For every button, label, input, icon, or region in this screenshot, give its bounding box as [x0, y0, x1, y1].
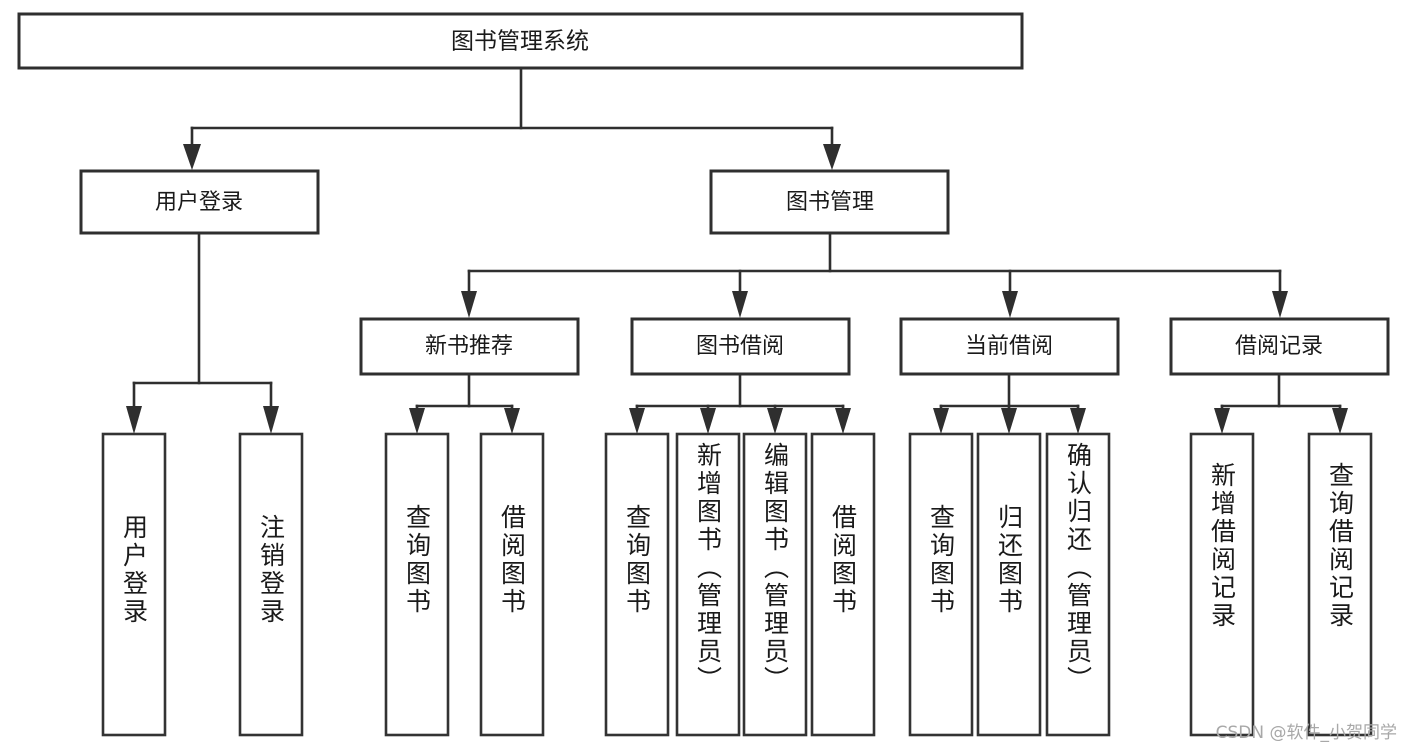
- node-user-login-label: 用户登录: [155, 190, 243, 215]
- node-root-label: 图书管理系统: [451, 29, 589, 55]
- node-user-login[interactable]: 用户登录: [79, 169, 320, 235]
- leaf-box-add-record[interactable]: [1189, 432, 1255, 737]
- connector-book-manage-to-level3: [461, 231, 1288, 318]
- arrowhead-icon: [409, 408, 425, 434]
- arrowhead-icon: [823, 144, 841, 170]
- node-borrow-record[interactable]: 借阅记录: [1169, 317, 1390, 376]
- node-new-book-recommend-box[interactable]: [359, 317, 580, 376]
- arrowhead-icon: [461, 291, 477, 318]
- leaf-box-edit-book[interactable]: [742, 432, 808, 737]
- node-book-borrow[interactable]: 图书借阅: [630, 317, 851, 376]
- connector-root-to-level2: [183, 66, 841, 170]
- leaf-box-confirm-return[interactable]: [1045, 432, 1111, 737]
- node-borrow-record-label: 借阅记录: [1235, 334, 1323, 359]
- arrowhead-icon: [183, 144, 201, 170]
- arrowhead-icon: [700, 408, 716, 434]
- leaf-box-return-book[interactable]: [976, 432, 1042, 737]
- arrowhead-icon: [933, 408, 949, 434]
- arrowhead-icon: [1272, 291, 1288, 318]
- node-current-borrow[interactable]: 当前借阅: [899, 317, 1120, 376]
- node-book-borrow-label: 图书借阅: [696, 334, 784, 359]
- leaf-box-user-login[interactable]: [101, 432, 167, 737]
- node-book-manage[interactable]: 图书管理: [709, 169, 950, 235]
- leaf-box-add-book[interactable]: [675, 432, 741, 737]
- arrowhead-icon: [1070, 408, 1086, 434]
- arrowhead-icon: [1001, 408, 1017, 434]
- arrowhead-icon: [1002, 291, 1018, 318]
- connector-current-borrow-to-leaves: [933, 372, 1086, 434]
- leaf-box-query-book-2[interactable]: [604, 432, 670, 737]
- leaf-box-query-book-3[interactable]: [908, 432, 974, 737]
- leaf-box-borrow-book-2[interactable]: [810, 432, 876, 737]
- node-root-box[interactable]: [17, 12, 1024, 70]
- arrowhead-icon: [1214, 408, 1230, 434]
- arrowhead-icon: [629, 408, 645, 434]
- arrowhead-icon: [263, 406, 279, 434]
- arrowhead-icon: [732, 291, 748, 318]
- node-current-borrow-label: 当前借阅: [965, 334, 1053, 359]
- node-current-borrow-box[interactable]: [899, 317, 1120, 376]
- node-new-book-recommend-label: 新书推荐: [425, 334, 513, 359]
- leaf-box-logout[interactable]: [238, 432, 304, 737]
- leaf-box-query-record[interactable]: [1307, 432, 1373, 737]
- arrowhead-icon: [767, 408, 783, 434]
- node-user-login-box[interactable]: [79, 169, 320, 235]
- arrowhead-icon: [126, 406, 142, 434]
- node-root[interactable]: 图书管理系统: [17, 12, 1024, 70]
- leaf-box-borrow-book-1[interactable]: [479, 432, 545, 737]
- connector-user-login-to-leaves: [126, 231, 279, 434]
- leaf-box-query-book-1[interactable]: [384, 432, 450, 737]
- arrowhead-icon: [504, 408, 520, 434]
- node-book-manage-label: 图书管理: [786, 190, 874, 215]
- connector-book-borrow-to-leaves: [629, 372, 851, 434]
- arrowhead-icon: [1332, 408, 1348, 434]
- node-new-book-recommend[interactable]: 新书推荐: [359, 317, 580, 376]
- arrowhead-icon: [835, 408, 851, 434]
- connector-new-book-recommend-to-leaves: [409, 372, 520, 434]
- connector-borrow-record-to-leaves: [1214, 372, 1348, 434]
